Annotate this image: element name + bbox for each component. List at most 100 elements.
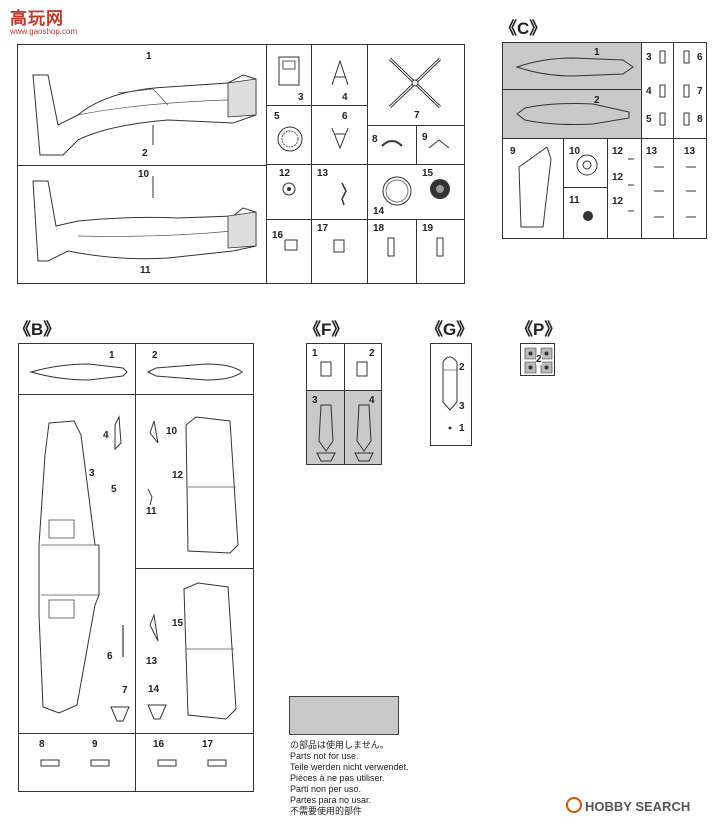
sprue-b-cell-16-17: 16 17 [135, 733, 254, 792]
sprue-g-frame: 2 3 1 [430, 343, 472, 446]
part-number: 12 [612, 172, 624, 183]
part-number: 17 [317, 223, 329, 234]
part-number: 2 [594, 95, 600, 106]
lower-wing-drawing [19, 395, 137, 735]
part-number: 3 [89, 468, 95, 479]
part-number: 11 [146, 506, 157, 517]
part-number: 7 [122, 685, 128, 696]
part-number: 16 [272, 230, 284, 241]
small-part-drawing [345, 344, 383, 392]
part-number: 3 [646, 52, 652, 63]
hub-part-drawing [267, 165, 313, 221]
part-number: 13 [317, 168, 329, 179]
legend-line-es: Partes para no usar. [290, 795, 372, 805]
sprue-a-cell-13: 13 [311, 164, 368, 220]
part-number: 8 [372, 134, 378, 145]
cockpit-part-drawing [267, 45, 313, 107]
sprue-b-cell-8-9: 8 9 [18, 733, 136, 792]
sprue-p-frame: 2 [520, 343, 555, 376]
canopy-bow-drawing [417, 126, 466, 166]
watermark-chars: 高玩网 [10, 9, 64, 28]
small-parts-drawing [136, 395, 255, 570]
legend-line-de: Teile werden nicht verwendet. [290, 762, 409, 772]
sprue-a-cell-4: 4 [311, 44, 368, 106]
upper-wing-drawing [136, 569, 255, 735]
sprue-a-cell-5: 5 [266, 105, 312, 165]
strut-part-drawing [368, 220, 418, 285]
sprue-b-cell-wing-upper-2: 13 14 15 [135, 568, 254, 734]
wheel-tire-drawing [368, 165, 450, 221]
small-parts-drawing [136, 734, 255, 793]
sprue-a-cell-16: 16 [266, 219, 312, 284]
hook-part-drawing [312, 165, 369, 221]
part-number: 12 [279, 168, 291, 179]
part-number: 3 [298, 92, 304, 103]
legend-line-zh: 不需要使用的部件 [290, 806, 363, 816]
part-number: 2 [369, 348, 375, 359]
drop-tank-drawing [136, 344, 255, 396]
part-number: 4 [103, 430, 109, 441]
disc-drawing [564, 139, 609, 189]
part-number: 9 [422, 132, 428, 143]
sprue-a-cell-fuselage-2: 10 11 [17, 165, 267, 284]
part-number: 7 [697, 86, 703, 97]
sprue-b-cell-1: 1 [18, 343, 136, 395]
fuselage-right-half-drawing [18, 166, 268, 285]
part-number: 12 [172, 470, 184, 481]
unused-parts-swatch [289, 696, 399, 735]
sprue-b-cell-2: 2 [135, 343, 254, 395]
sprue-a-cell-14-15: 14 15 [367, 164, 465, 220]
part-number: 5 [274, 111, 280, 122]
part-number: 1 [459, 423, 465, 434]
drop-tank-drawing [19, 344, 137, 396]
part-number: 7 [414, 110, 420, 121]
drop-tank-drawing [503, 43, 643, 91]
small-parts-drawing [19, 734, 137, 793]
legend-line-ja: の部品は使用しません。 [290, 740, 389, 750]
sprue-a-cell-3: 3 [266, 44, 312, 106]
sprue-c-cell-12: 12 12 12 [607, 138, 642, 239]
small-parts-drawing [136, 569, 255, 735]
hobby-search-icon [566, 797, 582, 813]
part-number: 2 [536, 354, 542, 365]
small-part-drawing [307, 344, 346, 392]
part-number: 10 [569, 146, 581, 157]
fuselage-left-half-drawing [18, 45, 268, 167]
sprue-a-cell-fuselage-1: 1 2 [17, 44, 267, 166]
part-number: 2 [152, 350, 158, 361]
small-pegs-drawing [642, 43, 675, 140]
part-number: 1 [594, 47, 600, 58]
sprue-c-cell-13b: 13 [673, 138, 707, 239]
part-number: 12 [612, 196, 624, 207]
disc-drawing [583, 211, 593, 221]
poly-caps-drawing [521, 344, 556, 377]
part-number: 14 [373, 206, 385, 217]
bomb-drawing [307, 391, 346, 466]
sprue-a-cell-18: 18 [367, 219, 417, 284]
part-number: 3 [459, 401, 465, 412]
bomb-drawing [345, 391, 383, 466]
sprue-c-cell-1: 1 [502, 42, 642, 90]
legend-line-fr: Pièces à ne pas utiliser. [290, 773, 385, 783]
part-number: 18 [373, 223, 385, 234]
part-number: 6 [342, 111, 348, 122]
sprue-a-cell-9: 9 [416, 125, 465, 165]
watermark-brand: HOBBY SEARCH [585, 799, 691, 814]
part-number: 8 [697, 114, 703, 125]
a-frame-part-drawing [312, 45, 369, 107]
small-part-drawing [312, 220, 369, 285]
strut-part-drawing [417, 220, 466, 285]
sprue-f-cell-2: 2 [344, 343, 382, 391]
small-part-drawing [267, 220, 313, 285]
sprue-b-label: 《B》 [14, 320, 61, 339]
part-number: 5 [111, 484, 117, 495]
part-number: 10 [166, 426, 178, 437]
part-number: 9 [510, 146, 516, 157]
part-number: 3 [312, 395, 318, 406]
v-part-drawing [312, 106, 369, 166]
arc-part-drawing [368, 126, 418, 166]
sprue-a-cell-7: 7 [367, 44, 465, 126]
small-pins-drawing [674, 139, 708, 240]
small-pegs-drawing [608, 139, 643, 240]
legend-line-en: Parts not for use. [290, 751, 359, 761]
